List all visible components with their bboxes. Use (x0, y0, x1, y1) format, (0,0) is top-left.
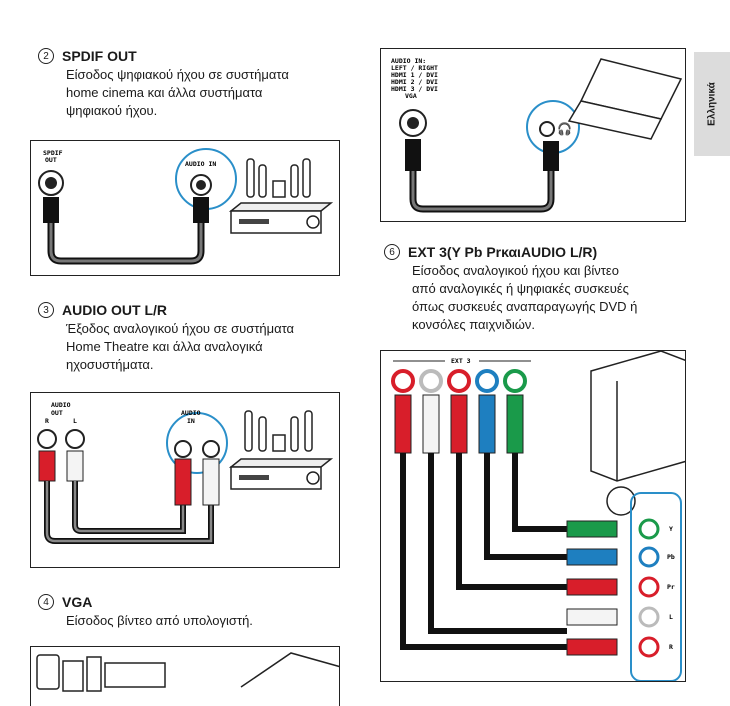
vga-port (36, 654, 60, 690)
pc-port-line: HDMI 2 / DVI (391, 78, 438, 86)
language-tab-label: Ελληνικά (706, 82, 718, 126)
desc-line: ηχοσυστήματα. (66, 357, 154, 372)
audio-out-r-port (37, 429, 57, 449)
receiver-icon (228, 202, 334, 212)
ext3-cables (400, 453, 567, 650)
gamepad-icon (606, 486, 636, 516)
tv-rca-ports (391, 369, 527, 454)
audio-plug (405, 139, 421, 171)
pc-port-line: VGA (405, 92, 417, 100)
jack-label-pb: Pb (667, 553, 675, 561)
desc-line: ψηφιακού ήχου. (66, 103, 158, 118)
section-ext3: 6 EXT 3(Y Pb PrκαιAUDIO L/R) Είσοδος αναλ… (384, 244, 704, 334)
speaker-icon (244, 410, 253, 452)
audio-in-label: AUDIO IN (185, 160, 216, 168)
audio-in-highlight (166, 412, 228, 474)
section-title: VGA (62, 594, 93, 610)
section-title: AUDIO OUT L/R (62, 302, 167, 318)
headphone-icon: 🎧 (557, 122, 572, 136)
audio-out-label: AUDIO (51, 401, 71, 409)
spdif-plug (43, 197, 59, 223)
audio-in-plug (193, 197, 209, 223)
audio-out-illustration: AUDIO OUT R L AUDIO IN (37, 401, 334, 544)
ext3-illustration: EXT 3 (391, 351, 685, 681)
svg-text:L: L (73, 417, 77, 425)
pc-audio-diagram: AUDIO IN: LEFT / RIGHT HDMI 1 / DVI HDMI… (380, 48, 686, 222)
audio-out-l-port (65, 429, 85, 449)
svg-text:AUDIO: AUDIO (181, 409, 201, 417)
pc-port-line: LEFT / RIGHT (391, 64, 438, 72)
desc-line: κονσόλες παιχνιδιών. (412, 317, 536, 332)
desc-line: όπως συσκευές αναπαραγωγής DVD ή (412, 299, 638, 314)
section-title: EXT 3(Y Pb PrκαιAUDIO L/R) (408, 244, 598, 260)
jack-label-r: R (669, 643, 673, 651)
svg-text:IN: IN (187, 417, 195, 425)
section-spdif-out: 2 SPDIF OUT Είσοδος ψηφιακού ήχου σε συστ… (38, 48, 358, 120)
section-number: 6 (384, 244, 400, 260)
spdif-illustration: SPDIF OUT AUDIO IN (38, 148, 334, 265)
spdif-diagram: SPDIF OUT AUDIO IN (30, 140, 340, 276)
speaker-icon (246, 158, 255, 198)
desc-line: home cinema και άλλα συστήματα (66, 85, 263, 100)
pc-port-line: HDMI 3 / DVI (391, 85, 438, 93)
desc-line: Είσοδος βίντεο από υπολογιστή. (66, 613, 253, 628)
section-number: 4 (38, 594, 54, 610)
section-vga: 4 VGA Είσοδος βίντεο από υπολογιστή. (38, 594, 358, 630)
section-number: 3 (38, 302, 54, 318)
section-audio-out: 3 AUDIO OUT L/R Έξοδος αναλογικού ήχου σε… (38, 302, 358, 374)
desc-line: Έξοδος αναλογικού ήχου σε συστήματα (66, 321, 295, 336)
red-plug (38, 450, 56, 482)
component-input-highlight (630, 492, 682, 681)
spdif-cable (47, 223, 205, 265)
jack-label-l: L (669, 613, 673, 621)
section-number: 2 (38, 48, 54, 64)
svg-text:R: R (45, 417, 49, 425)
pc-port-line: AUDIO IN: (391, 57, 426, 65)
jack-label-pr: Pr (667, 583, 675, 591)
device-rca-plugs (566, 518, 660, 658)
pc-port-line: HDMI 1 / DVI (391, 71, 438, 79)
svg-text:OUT: OUT (51, 409, 63, 417)
desc-line: από αναλογικές ή ψηφιακές συσκευές (412, 281, 629, 296)
ext3-diagram: EXT 3 (380, 350, 686, 682)
desc-line: Home Theatre και άλλα αναλογικά (66, 339, 263, 354)
pc-audio-cable (409, 171, 555, 213)
audio-out-diagram: AUDIO OUT R L AUDIO IN (30, 392, 340, 568)
spdif-port-label: SPDIF (43, 149, 63, 157)
svg-text:OUT: OUT (45, 156, 57, 164)
jack-label-y: Y (669, 525, 673, 533)
audio-cable-l (72, 481, 186, 534)
dvd-player-icon (590, 351, 685, 482)
vga-illustration (36, 652, 339, 692)
vga-plug (62, 660, 84, 692)
ext3-label: EXT 3 (451, 357, 471, 365)
vga-diagram (30, 646, 340, 706)
pc-audio-illustration: AUDIO IN: LEFT / RIGHT HDMI 1 / DVI HDMI… (391, 57, 683, 213)
language-tab: Ελληνικά (694, 52, 730, 156)
laptop-icon (240, 652, 339, 688)
receiver-icon (228, 458, 334, 468)
white-plug (66, 450, 84, 482)
section-title: SPDIF OUT (62, 48, 137, 64)
desc-line: Είσοδος αναλογικού ήχου και βίντεο (412, 263, 619, 278)
desc-line: Είσοδος ψηφιακού ήχου σε συστήματα (66, 67, 289, 82)
